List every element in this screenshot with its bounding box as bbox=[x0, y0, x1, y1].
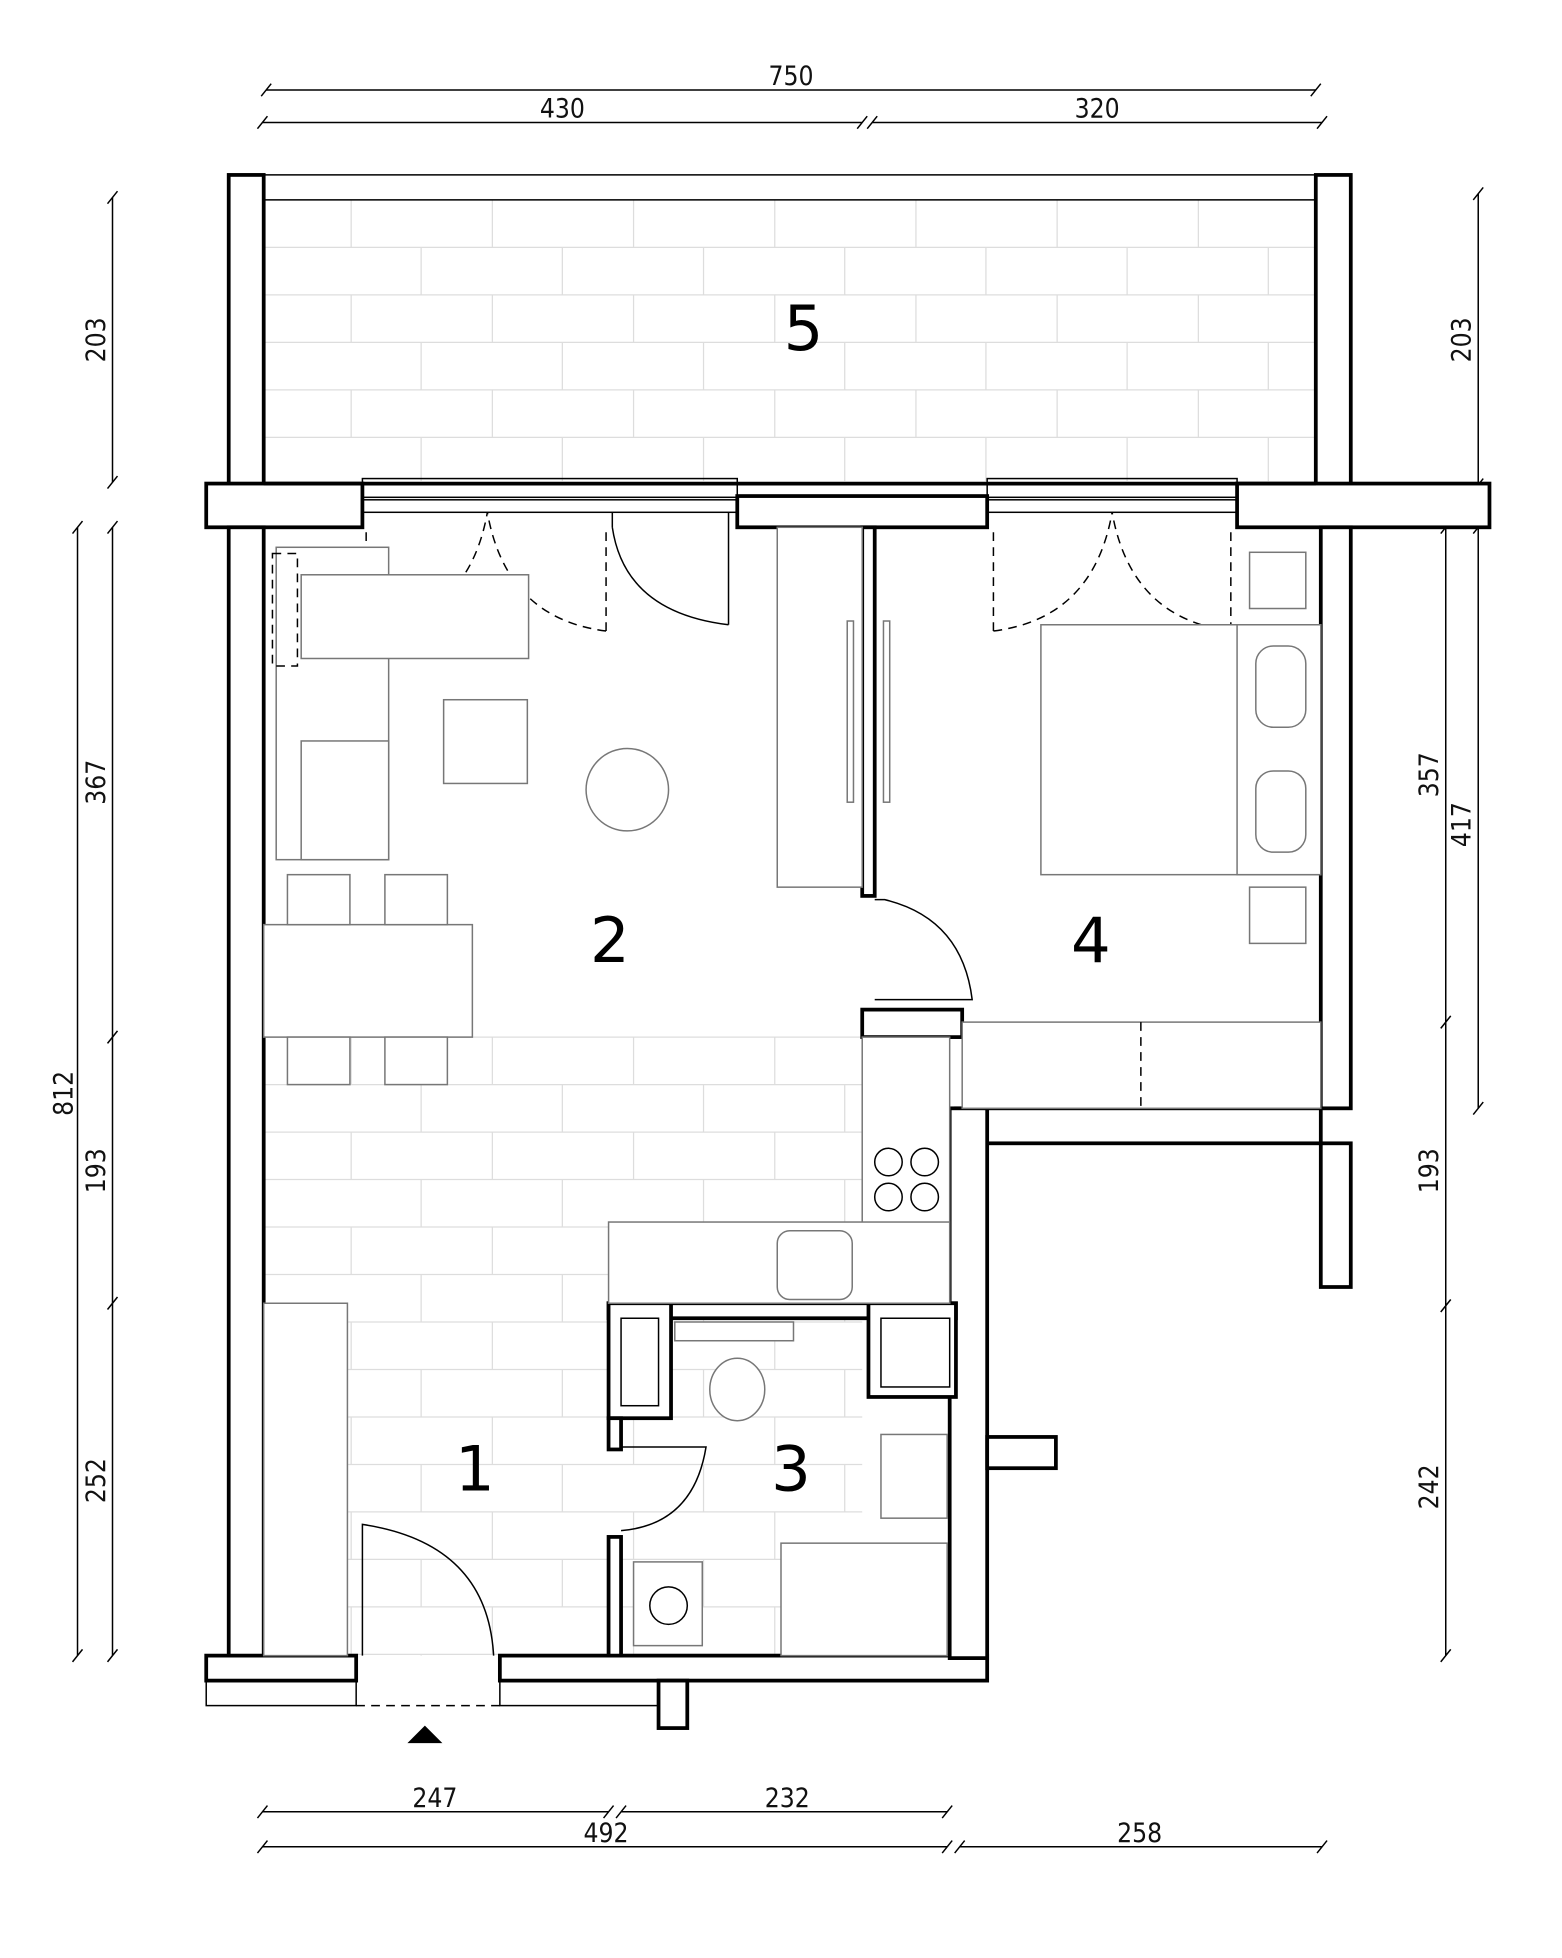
windows bbox=[361, 477, 1238, 514]
room-labels: 1 2 3 4 5 bbox=[455, 292, 1111, 1506]
dimension-tick bbox=[106, 1030, 119, 1044]
dimension-tick bbox=[256, 1805, 269, 1819]
dimension-tick bbox=[941, 1805, 953, 1819]
dimension-labels: 750 430 320 203 812 367 193 252 203 357 … bbox=[50, 62, 1478, 1849]
entrance-arrow-icon bbox=[407, 1725, 443, 1744]
dimension-tick bbox=[106, 190, 119, 205]
dimension-tick bbox=[256, 1840, 269, 1854]
dim-top-right: 320 bbox=[1075, 94, 1120, 124]
dimension-tick bbox=[1440, 1299, 1452, 1313]
dim-bottom-right: 258 bbox=[1117, 1819, 1162, 1849]
dim-right-bedroom-inner: 357 bbox=[1415, 752, 1445, 797]
dimension-ticks bbox=[71, 83, 1484, 1854]
kitchen-hall-tiles bbox=[263, 1036, 863, 1656]
dimension-tick bbox=[1472, 1101, 1484, 1116]
room-label-bathroom: 3 bbox=[771, 1433, 811, 1506]
dim-right-lower: 242 bbox=[1415, 1464, 1445, 1509]
dim-right-balcony: 203 bbox=[1448, 317, 1478, 362]
dimension-tick bbox=[106, 1296, 119, 1310]
dim-left-balcony: 203 bbox=[82, 317, 112, 362]
dim-bottom-hall: 247 bbox=[412, 1784, 457, 1814]
dimension-tick bbox=[260, 83, 272, 97]
dimension-tick bbox=[71, 520, 84, 535]
dimension-tick bbox=[615, 1805, 627, 1819]
dim-left-living: 367 bbox=[82, 760, 112, 805]
dimension-tick bbox=[1440, 1015, 1452, 1029]
dim-bottom-bath: 232 bbox=[765, 1784, 810, 1814]
dimension-tick bbox=[1440, 1648, 1452, 1663]
dim-top-total: 750 bbox=[768, 62, 813, 92]
dimension-tick bbox=[602, 1805, 615, 1819]
dimension-tick bbox=[1316, 115, 1328, 130]
dim-left-kitchen: 193 bbox=[82, 1148, 112, 1193]
dimension-tick bbox=[1472, 186, 1484, 201]
dimension-tick bbox=[106, 520, 119, 535]
furniture bbox=[262, 526, 1322, 1657]
dimension-lines bbox=[76, 89, 1479, 1848]
room-label-living: 2 bbox=[590, 904, 630, 977]
dimension-tick bbox=[856, 115, 868, 130]
dimension-tick bbox=[106, 475, 119, 490]
dimension-tick bbox=[866, 115, 878, 130]
room-label-balcony: 5 bbox=[784, 292, 824, 365]
dim-bottom-total-left: 492 bbox=[584, 1819, 629, 1849]
dim-right-bedroom-outer: 417 bbox=[1448, 802, 1478, 847]
dimension-tick bbox=[954, 1840, 966, 1854]
dimension-tick bbox=[1316, 1840, 1328, 1854]
dim-left-hall: 252 bbox=[82, 1458, 112, 1503]
walls bbox=[204, 173, 1492, 1730]
room-label-hall: 1 bbox=[455, 1433, 495, 1506]
balcony-tiles bbox=[263, 199, 1316, 482]
dim-top-left: 430 bbox=[540, 94, 585, 124]
dim-left-total: 812 bbox=[50, 1071, 80, 1116]
dimension-tick bbox=[71, 1648, 84, 1663]
dim-right-middle: 193 bbox=[1415, 1148, 1445, 1193]
room-label-bedroom: 4 bbox=[1071, 904, 1111, 977]
dimension-tick bbox=[941, 1840, 953, 1854]
dimension-tick bbox=[106, 1648, 119, 1663]
dimension-tick bbox=[1310, 83, 1322, 97]
dimension-tick bbox=[256, 115, 269, 130]
